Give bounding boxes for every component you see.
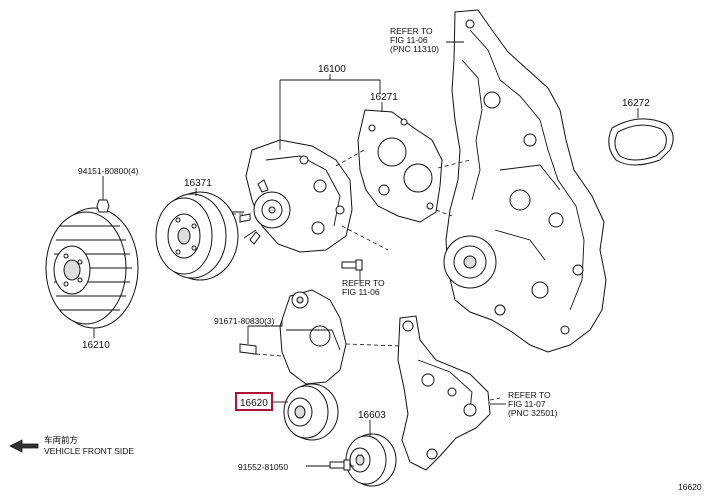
- refer-right-line3: (PNC 32501): [508, 408, 558, 418]
- legend-jp-text: 车両前方: [44, 435, 78, 445]
- pulley-16371: [155, 191, 239, 281]
- highlight-box-16620: [235, 392, 273, 411]
- tensioner-bracket: [239, 289, 347, 385]
- water-pump-16100: [226, 139, 353, 253]
- refer-mid-line1: REFER TO: [342, 278, 385, 288]
- alternator-bracket: [397, 315, 491, 471]
- refer-top-line1: REFER TO: [390, 26, 433, 36]
- refer-right-line2: FIG 11-07: [508, 399, 546, 409]
- label-91671: 91671-80830(3): [214, 316, 275, 326]
- leader-lines: [9, 41, 639, 467]
- gasket-16271: [357, 109, 443, 223]
- label-16603: 16603: [358, 410, 386, 421]
- label-94151: 94151-80800(4): [78, 166, 139, 176]
- fan-clutch-16210: [45, 199, 139, 329]
- legend-en-text: VEHICLE FRONT SIDE: [44, 446, 134, 456]
- idler-pulley-16620: [283, 383, 339, 441]
- timing-chain-cover: [443, 9, 607, 353]
- alignment-dashes: [232, 149, 501, 467]
- label-16100: 16100: [318, 64, 346, 75]
- gasket-16272: [608, 118, 674, 166]
- water-pump-bolt: [341, 259, 363, 271]
- refer-right-line1: REFER TO: [508, 390, 551, 400]
- label-16210: 16210: [82, 340, 110, 351]
- refer-mid-line2: FIG 11-06: [342, 287, 380, 297]
- label-16371: 16371: [184, 178, 212, 189]
- footer-code: 16620: [678, 482, 702, 492]
- label-16620: 16620: [240, 398, 268, 409]
- label-16272: 16272: [622, 98, 650, 109]
- label-91552: 91552-81050: [238, 462, 288, 472]
- idler-pulley-16603: [329, 433, 397, 487]
- refer-top-line2: FIG 11-06: [390, 35, 428, 45]
- label-16271: 16271: [370, 92, 398, 103]
- refer-top-line3: (PNC 11310): [390, 44, 439, 54]
